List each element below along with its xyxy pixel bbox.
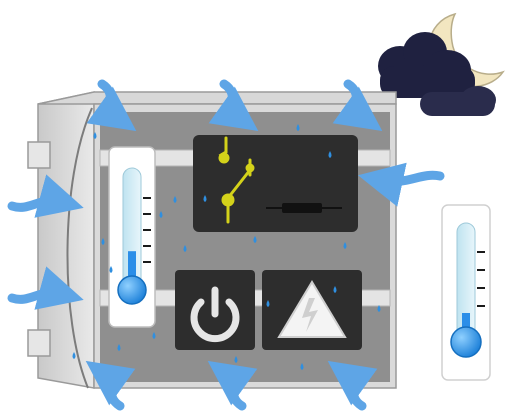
droplet-icon <box>266 300 270 307</box>
droplet-icon <box>333 286 337 293</box>
arrow-top-right <box>332 79 383 132</box>
thermometer-inside-fill <box>128 251 136 296</box>
switch-lever-icon <box>218 136 255 224</box>
arrow-top-left <box>86 79 137 132</box>
thermometer-outside-ticks <box>477 251 485 307</box>
droplet-icon <box>109 266 113 273</box>
switch-unit <box>193 135 358 232</box>
droplet-icon <box>343 242 347 249</box>
hinge-bottom <box>27 329 51 357</box>
arrow-bottom-center <box>207 360 258 411</box>
droplet-icon <box>101 238 105 245</box>
droplet-icon <box>300 363 304 370</box>
high-voltage-panel <box>262 270 362 350</box>
arrow-left-upper <box>7 174 84 218</box>
power-button-panel <box>175 270 255 350</box>
droplet-icon <box>72 352 76 359</box>
droplet-icon <box>159 211 163 218</box>
resistor-icon <box>266 203 342 213</box>
droplet-icon <box>296 124 300 131</box>
air-flow-arrows <box>7 79 445 411</box>
thermometer-outside-bulb <box>450 326 482 358</box>
droplet-icon <box>152 332 156 339</box>
arrow-top-center <box>208 79 259 132</box>
thermometer-outside <box>441 204 491 381</box>
arrow-bottom-left <box>85 360 136 411</box>
high-voltage-warning-icon <box>277 280 347 338</box>
thermometer-inside <box>108 146 156 328</box>
droplet-icon <box>117 344 121 351</box>
droplet-icon <box>93 132 97 139</box>
droplet-icon <box>253 236 257 243</box>
thermometer-inside-bulb <box>117 275 147 305</box>
droplet-icon <box>183 245 187 252</box>
droplet-icon <box>173 196 177 203</box>
power-icon <box>190 286 240 343</box>
arrow-left-lower <box>7 266 84 310</box>
thermometer-inside-ticks <box>143 197 151 263</box>
droplet-icon <box>203 195 207 202</box>
arrow-right <box>357 162 445 207</box>
night-cloud-icon <box>378 32 496 116</box>
hinge-top <box>27 141 51 169</box>
droplet-icon <box>328 151 332 158</box>
droplet-icon <box>377 305 381 312</box>
arrow-bottom-right <box>327 360 378 411</box>
